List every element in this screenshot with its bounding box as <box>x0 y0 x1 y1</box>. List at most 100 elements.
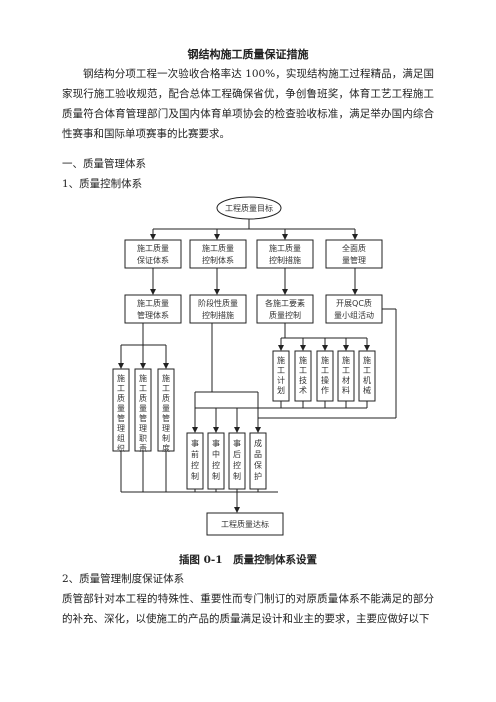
box-stage-measures <box>189 294 247 324</box>
system-column-label: 管 <box>162 413 170 423</box>
intro-paragraph: 钢结构分项工程一次验收合格率达 100%，实现结构施工过程精品，满足国家现行施工… <box>62 68 434 140</box>
stage-column-label: 事 <box>212 438 220 448</box>
box-quality-measures <box>256 239 314 269</box>
document-title: 钢结构施工质量保证措施 <box>187 48 309 61</box>
level2-box-label: 施工质量 <box>202 243 234 253</box>
stage-column-label: 品 <box>254 450 262 459</box>
element-column-label: 工 <box>363 366 371 375</box>
system-column-label: 工 <box>139 384 147 393</box>
element-column-label: 施 <box>342 355 350 365</box>
element-column-label: 工 <box>342 366 350 375</box>
element-column-label: 工 <box>321 366 329 375</box>
system-column-label: 施 <box>117 373 125 383</box>
element-column-label: 技 <box>299 375 307 385</box>
element-column-label: 施 <box>363 355 371 365</box>
element-column-label: 材 <box>342 375 350 385</box>
level3-boxes <box>124 294 383 324</box>
element-column-label: 施 <box>299 355 307 365</box>
element-column-label: 施 <box>277 355 285 365</box>
system-column-label: 量 <box>162 404 170 413</box>
stage-column-label: 保 <box>254 460 262 470</box>
system-column-label: 责 <box>139 443 147 453</box>
element-column-boxes <box>272 350 376 402</box>
system-column-label: 管 <box>117 413 125 423</box>
stage-column-label: 制 <box>233 471 241 481</box>
level2-box-label: 控制体系 <box>202 255 234 265</box>
system-column-label: 制 <box>162 433 170 443</box>
subsection-heading-management-system: 2、质量管理制度保证体系 <box>62 573 185 585</box>
system-column-label: 工 <box>117 384 125 393</box>
system-column-label: 理 <box>162 424 170 433</box>
system-column-label: 施 <box>139 373 147 383</box>
level3-box-label: 量小组活动 <box>334 310 374 320</box>
system-column-boxes <box>112 368 175 452</box>
subsection-heading-control-system: 1、质量控制体系 <box>62 178 143 190</box>
level3-box-label: 管理体系 <box>137 310 169 320</box>
system-column-label: 组 <box>117 433 125 443</box>
element-column-label: 料 <box>342 385 350 395</box>
level2-box-label: 控制措施 <box>269 255 301 265</box>
management-paragraph: 质管部针对本工程的特殊性、重要性而专门制订的对原质量体系不能满足的部分的补充、深… <box>62 593 434 625</box>
level2-box-label: 全面质 <box>342 243 366 253</box>
system-column-label: 量 <box>139 404 147 413</box>
element-column-label: 工 <box>277 366 285 375</box>
level3-box-label: 控制措施 <box>202 310 234 320</box>
level3-box-label: 阶段性质量 <box>198 298 238 308</box>
system-column-label: 质 <box>139 393 147 403</box>
stage-column-label: 控 <box>191 460 199 470</box>
stage-column-label: 制 <box>191 471 199 481</box>
level3-box-label: 各施工要素 <box>265 298 305 308</box>
element-column-label: 作 <box>321 385 329 395</box>
box-quality-assurance <box>124 239 182 269</box>
system-column-label: 度 <box>162 443 170 453</box>
element-column-label: 划 <box>277 385 285 395</box>
stage-column-label: 成 <box>254 438 262 448</box>
figure-caption: 插图 0-1 质量控制体系设置 <box>178 554 318 566</box>
system-column-label: 质 <box>117 393 125 403</box>
level2-box-label: 量管理 <box>342 255 366 265</box>
stage-column-label: 事 <box>191 438 199 448</box>
system-column-label: 工 <box>162 384 170 393</box>
level2-box-label: 保证体系 <box>137 255 169 265</box>
system-column-label: 理 <box>117 424 125 433</box>
stage-column-label: 制 <box>212 471 220 481</box>
section-heading-quality-system: 一、质量管理体系 <box>62 158 146 170</box>
system-column-label: 施 <box>162 373 170 383</box>
element-column-label: 操 <box>321 375 329 385</box>
level3-box-label: 质量控制 <box>269 310 301 320</box>
box-quality-control <box>189 239 247 269</box>
stage-column-label: 控 <box>212 460 220 470</box>
stage-column-label: 控 <box>233 460 241 470</box>
element-column-label: 施 <box>321 355 329 365</box>
quality-goal-label: 工程质量目标 <box>225 203 273 213</box>
system-column-label: 质 <box>162 393 170 403</box>
element-column-label: 术 <box>299 385 307 395</box>
system-column-label: 织 <box>117 443 125 453</box>
box-qc-activities <box>325 294 383 324</box>
stage-column-label: 后 <box>233 449 241 459</box>
box-quality-standard <box>206 512 284 536</box>
stage-column-label: 护 <box>254 471 262 481</box>
box-element-control <box>256 294 314 324</box>
box-total-quality <box>325 239 383 269</box>
system-column-label: 量 <box>117 404 125 413</box>
stage-column-label: 事 <box>233 438 241 448</box>
quality-standard-label: 工程质量达标 <box>221 519 269 529</box>
system-column-label: 管 <box>139 413 147 423</box>
element-column-label: 机 <box>363 375 371 385</box>
element-column-label: 械 <box>363 385 371 395</box>
element-column-label: 工 <box>299 366 307 375</box>
level2-boxes <box>124 239 383 269</box>
level3-box-label: 施工质量 <box>137 298 169 308</box>
stage-column-label: 中 <box>212 449 220 459</box>
level2-box-label: 施工质量 <box>137 243 169 253</box>
system-column-label: 职 <box>139 434 147 443</box>
level3-box-label: 开展QC质 <box>336 298 372 308</box>
stage-column-label: 前 <box>191 449 199 459</box>
element-column-label: 计 <box>277 375 285 385</box>
box-management-system <box>124 294 182 324</box>
level2-box-label: 施工质量 <box>269 243 301 253</box>
system-column-label: 理 <box>139 424 147 433</box>
